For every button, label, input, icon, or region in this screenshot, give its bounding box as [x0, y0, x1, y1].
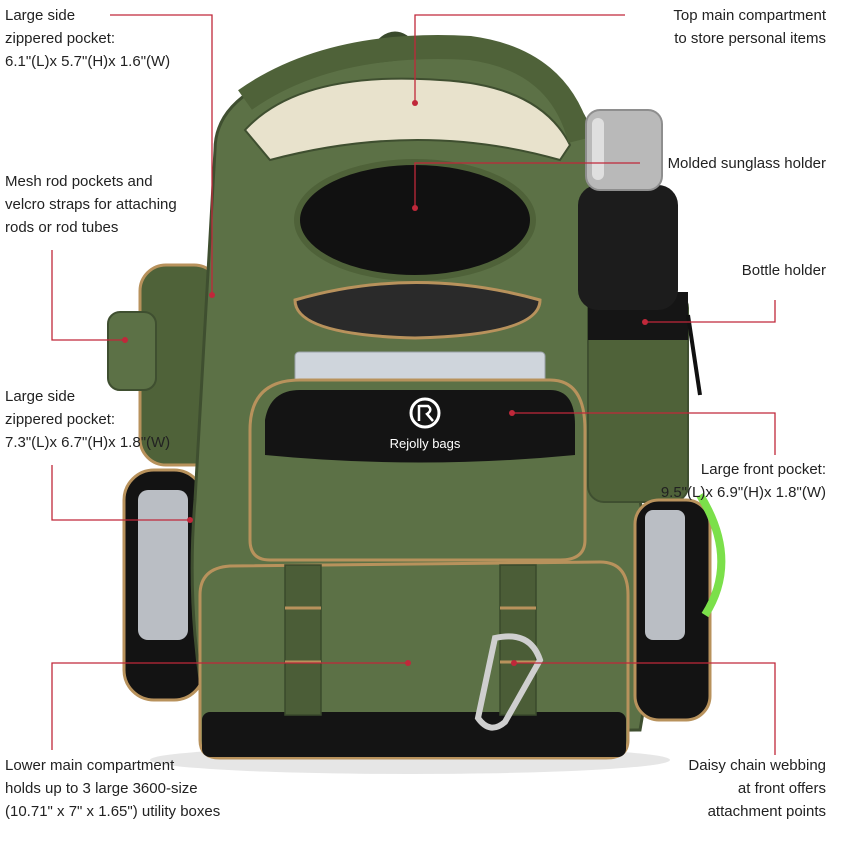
callout-bottle-holder: Bottle holder [741, 262, 826, 279]
callout-daisy-chain-webbing: Daisy chain webbing at front offers atta… [688, 757, 826, 820]
callout-line-lower-main-compartment [51, 662, 408, 750]
callout-dots [122, 100, 648, 666]
carabiner [474, 633, 544, 731]
left-pocket-box [138, 490, 188, 640]
velcro-strap [107, 311, 157, 391]
sunglass-holder-lid [294, 159, 536, 281]
lime-accent-cord [696, 492, 726, 618]
callout-line-mesh-rod-pockets [51, 250, 125, 341]
callout-line-large-front-pocket [512, 412, 776, 455]
brand-logo-r [417, 404, 434, 422]
top-main-compartment [243, 77, 572, 162]
bottom-black-trim [202, 712, 626, 757]
water-bottle [578, 109, 678, 310]
right-side-pocket [633, 492, 726, 722]
daisy-chain-strap-left [284, 564, 322, 716]
callout-line-bottle-holder [645, 300, 776, 323]
callout-lower-main-compartment: Lower main compartment holds up to 3 lar… [5, 757, 221, 820]
drawstring-cord [686, 314, 702, 396]
callout-mesh-rod-pockets: Mesh rod pockets and velcro straps for a… [5, 173, 177, 236]
callout-top-main-compartment: Top main compartment to store personal i… [673, 7, 826, 47]
callout-line-large-side-pocket-top [110, 14, 213, 295]
sunglass-holder-tray [293, 281, 542, 340]
callout-lines [51, 14, 776, 755]
brand-logo-mark [409, 397, 441, 429]
callout-line-molded-sunglass-holder [414, 162, 640, 208]
callout-line-top-main-compartment [414, 14, 625, 103]
callout-molded-sunglass-holder: Molded sunglass holder [667, 155, 826, 172]
callout-large-front-pocket: Large front pocket: 9.5"(L)x 6.9"(H)x 1.… [660, 461, 826, 501]
callout-large-side-pocket-mid: Large side zippered pocket: 7.3"(L)x 6.7… [5, 388, 171, 451]
top-flap [238, 35, 592, 144]
large-front-pocket: Rejolly bags [248, 378, 587, 562]
bottle-steel-cap [585, 109, 663, 191]
callout-large-side-pocket-top: Large side zippered pocket: 6.1"(L)x 5.7… [5, 7, 171, 70]
callout-line-daisy-chain-webbing [514, 662, 776, 755]
callout-line-large-side-pocket-mid [51, 465, 190, 521]
brand-name: Rejolly bags [390, 436, 461, 451]
lower-main-compartment [198, 560, 630, 760]
